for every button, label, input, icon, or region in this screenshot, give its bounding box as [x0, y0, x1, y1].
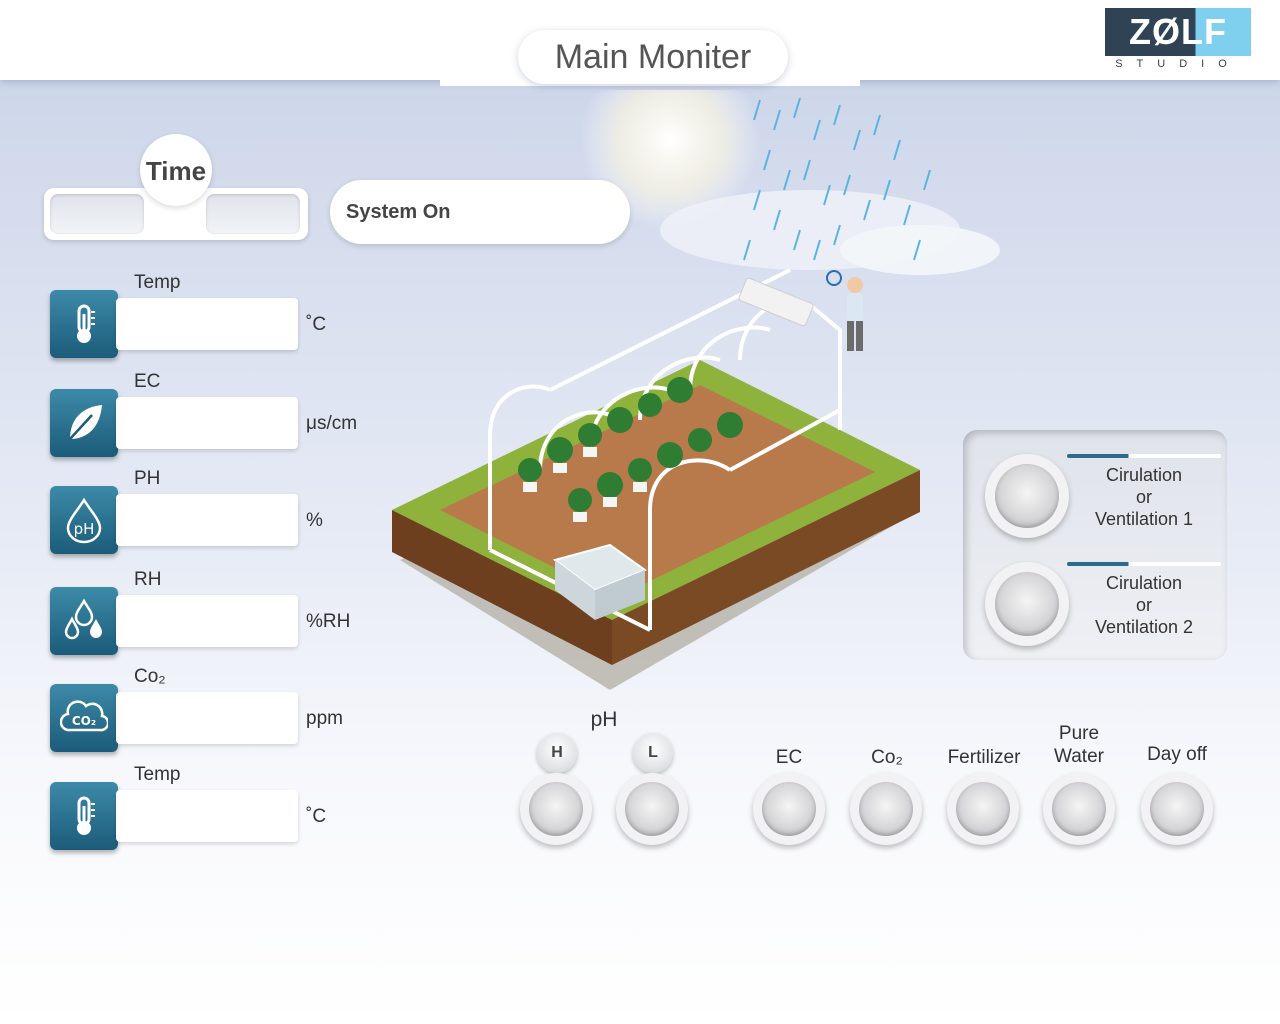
day-off-indicator-label: Day off [1132, 743, 1222, 766]
sensor-unit: ppm [306, 708, 343, 729]
co2-value-field [116, 692, 298, 744]
sensor-co2: Co₂ CO₂ ppm [50, 666, 380, 754]
ec-indicator-label: EC [744, 746, 834, 769]
svg-text:CO₂: CO₂ [72, 714, 96, 728]
co2-indicator[interactable] [850, 773, 922, 845]
plants [518, 377, 743, 512]
ph-low-badge: L [633, 733, 673, 773]
ec-value-field [116, 397, 298, 449]
sensor-ph: PH pH % [50, 468, 380, 556]
ventilation-panel: Cirulation or Ventilation 1 Cirulation o… [963, 430, 1227, 660]
sensor-label: RH [134, 569, 162, 590]
sensor-label: Co₂ [134, 666, 166, 687]
water-drops-icon [50, 587, 118, 655]
sensor-ec: EC μs/cm [50, 371, 380, 459]
air-conditioner [738, 277, 814, 327]
greenhouse-illustration [392, 90, 1000, 690]
ec-label-text: EC [775, 747, 803, 768]
ph-drop-icon: pH [50, 486, 118, 554]
system-status: System On [330, 180, 630, 244]
sensor-label: PH [134, 468, 161, 489]
ventilation-1-line [1067, 454, 1221, 458]
sensor-label: Temp [134, 764, 181, 785]
vent-line1: Cirulation [1105, 465, 1183, 485]
temp2-value-field [116, 790, 298, 842]
fertilizer-label-text: Fertilizer [947, 747, 1021, 768]
day-off-indicator[interactable] [1141, 773, 1213, 845]
thermometer-icon [50, 290, 118, 358]
ph-low-indicator[interactable] [616, 773, 688, 845]
sensor-unit: ˚C [306, 314, 327, 335]
ventilation-2-line [1067, 562, 1221, 566]
sensor-temp-2: Temp ˚C [50, 764, 380, 852]
co2-cloud-icon: CO₂ [50, 684, 118, 752]
ph-value-field [116, 494, 298, 546]
time-hours-slot [50, 194, 144, 234]
rain [743, 97, 931, 261]
pure-water-indicator-label: Pure Water [1034, 722, 1124, 768]
vent-line3: Ventilation 2 [1094, 617, 1194, 637]
pure-water-line1: Pure [1058, 723, 1100, 744]
pure-water-line2: Water [1054, 746, 1104, 767]
ph-high-indicator[interactable] [520, 773, 592, 845]
ventilation-2-indicator[interactable] [985, 562, 1069, 646]
logo-subtitle: STUDIO [1115, 58, 1241, 70]
zolf-studio-logo: ZØLF STUDIO [1105, 8, 1251, 72]
leaf-icon [50, 389, 118, 457]
sensor-unit: %RH [306, 611, 351, 632]
sensor-label: Temp [134, 272, 181, 293]
page-title: Main Moniter [518, 30, 788, 84]
vent-line1: Cirulation [1105, 573, 1183, 593]
logo-mark: ZØLF [1105, 8, 1251, 56]
svg-text:pH: pH [74, 520, 95, 538]
temp-value-field [116, 298, 298, 350]
sun-glow [580, 90, 760, 230]
fertilizer-indicator-label: Fertilizer [934, 746, 1034, 769]
sensor-unit: % [306, 510, 323, 531]
sensor-label: EC [134, 371, 161, 392]
rh-value-field [116, 595, 298, 647]
time-minutes-slot [206, 194, 300, 234]
co2-indicator-label: Co₂ [842, 746, 932, 769]
vent-line3: Ventilation 1 [1094, 509, 1194, 529]
time-label: Time [140, 134, 212, 206]
ventilation-1: Cirulation or Ventilation 1 [963, 450, 1227, 550]
fertilizer-indicator[interactable] [947, 773, 1019, 845]
sensor-unit: μs/cm [306, 413, 358, 434]
thermometer-icon [50, 782, 118, 850]
ventilation-2: Cirulation or Ventilation 2 [963, 558, 1227, 658]
vent-line2: or [1135, 595, 1152, 615]
time-display: -- [44, 188, 308, 240]
ventilation-1-label: Cirulation or Ventilation 1 [1067, 464, 1221, 530]
ph-high-badge: H [537, 733, 577, 773]
ventilation-2-label: Cirulation or Ventilation 2 [1067, 572, 1221, 638]
pure-water-indicator[interactable] [1043, 773, 1115, 845]
sensor-temp-1: Temp ˚C [50, 272, 380, 360]
ph-indicator-label: pH [590, 708, 618, 731]
co2-label-text: Co₂ [871, 747, 903, 768]
sensor-unit: ˚C [306, 806, 327, 827]
sensor-rh: RH %RH [50, 569, 380, 657]
day-off-label-text: Day off [1147, 744, 1207, 765]
ec-indicator[interactable] [753, 773, 825, 845]
vent-line2: or [1135, 487, 1152, 507]
ventilation-1-indicator[interactable] [985, 454, 1069, 538]
farmer-figure [826, 270, 863, 351]
